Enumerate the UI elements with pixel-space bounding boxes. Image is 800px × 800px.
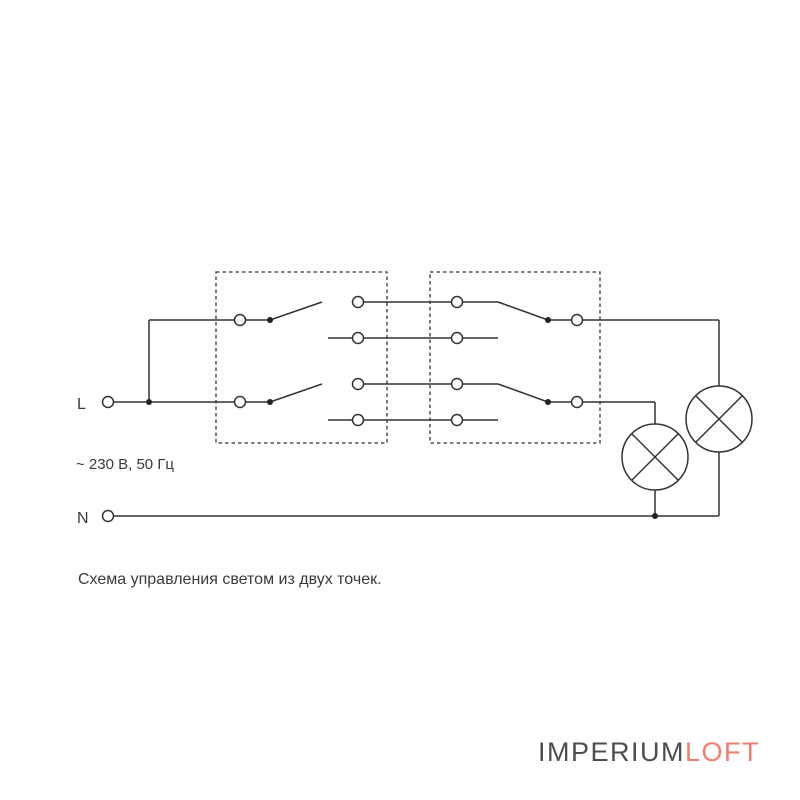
- left-switch-gang-2: [246, 383, 353, 421]
- switch-terminal: [351, 331, 365, 345]
- brand-logo: IMPERIUMLOFT: [538, 737, 760, 767]
- lamp-feed-wires: [583, 319, 720, 424]
- brand-logo-part2: LOFT: [685, 737, 760, 767]
- switch-terminal: [233, 395, 247, 409]
- live-wire: [114, 319, 234, 403]
- switch-terminal: [351, 377, 365, 391]
- diagram-caption: Схема управления светом из двух точек.: [78, 571, 382, 588]
- switch-terminal: [233, 313, 247, 327]
- n-junction-dot: [652, 513, 658, 519]
- switch-terminal: [450, 295, 464, 309]
- line-label: L: [77, 396, 86, 413]
- neutral-label: N: [77, 510, 89, 527]
- switch-terminal: [450, 377, 464, 391]
- switch-terminal: [351, 413, 365, 427]
- neutral-wire: [114, 452, 720, 517]
- pivot-dot: [545, 399, 551, 405]
- n-terminal: [101, 509, 115, 523]
- lamp-2: [685, 385, 753, 453]
- right-switch-housing: [429, 271, 601, 444]
- supply-label: ~ 230 В, 50 Гц: [76, 456, 174, 473]
- switch-terminal: [570, 395, 584, 409]
- right-switch-gang-1: [463, 301, 572, 339]
- l-junction-dot: [146, 399, 152, 405]
- lamp-1: [621, 423, 689, 491]
- pivot-dot: [545, 317, 551, 323]
- left-switch-gang-1: [246, 301, 353, 339]
- l-terminal: [101, 395, 115, 409]
- brand-logo-part1: IMPERIUM: [538, 737, 685, 767]
- switch-terminal: [570, 313, 584, 327]
- pivot-dot: [267, 399, 273, 405]
- pivot-dot: [267, 317, 273, 323]
- switch-terminal: [450, 331, 464, 345]
- switch-terminal: [351, 295, 365, 309]
- left-switch-housing: [215, 271, 388, 444]
- traveller-wires: [364, 301, 451, 421]
- switch-terminal: [450, 413, 464, 427]
- right-switch-gang-2: [463, 383, 572, 421]
